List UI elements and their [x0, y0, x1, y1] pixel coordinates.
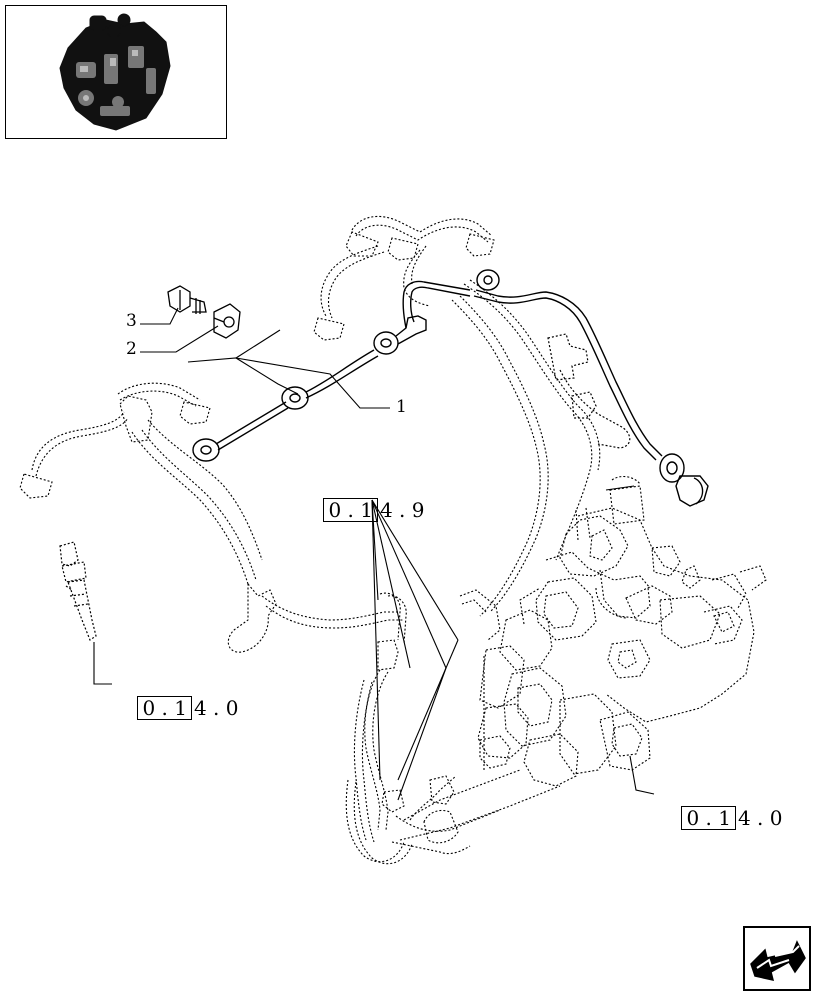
- engine-thumbnail-icon: [59, 13, 171, 131]
- ghost-injector-left: [59, 541, 97, 641]
- ghost-injection-pump: [459, 475, 767, 787]
- callout-2: 2: [126, 339, 137, 359]
- next-page-arrow-icon: [750, 940, 806, 981]
- ref-section-box: 0 . 1: [681, 806, 736, 830]
- ghost-pipes-upper: [313, 215, 601, 617]
- ref-section-box: 0 . 1: [137, 696, 192, 720]
- next-page-button[interactable]: [743, 926, 811, 991]
- ref-section-rest: 4 . 0: [193, 696, 239, 720]
- ghost-pipes-lower: [345, 639, 561, 865]
- ghost-bracket-right: [547, 333, 631, 449]
- engine-thumbnail: [5, 5, 227, 139]
- callout-3: 3: [126, 311, 137, 331]
- leader-lines: [93, 307, 655, 801]
- ghost-pipes-left: [19, 382, 407, 653]
- ref-section-rest: 4 . 9: [379, 498, 425, 522]
- callout-1: 1: [396, 397, 407, 417]
- banjo-bolt: [167, 285, 207, 314]
- ref-section-rest: 4 . 0: [737, 806, 783, 830]
- leak-off-pipe: [192, 269, 709, 507]
- ref-section-box: 0 . 1: [323, 498, 378, 522]
- sealing-washer: [213, 303, 241, 339]
